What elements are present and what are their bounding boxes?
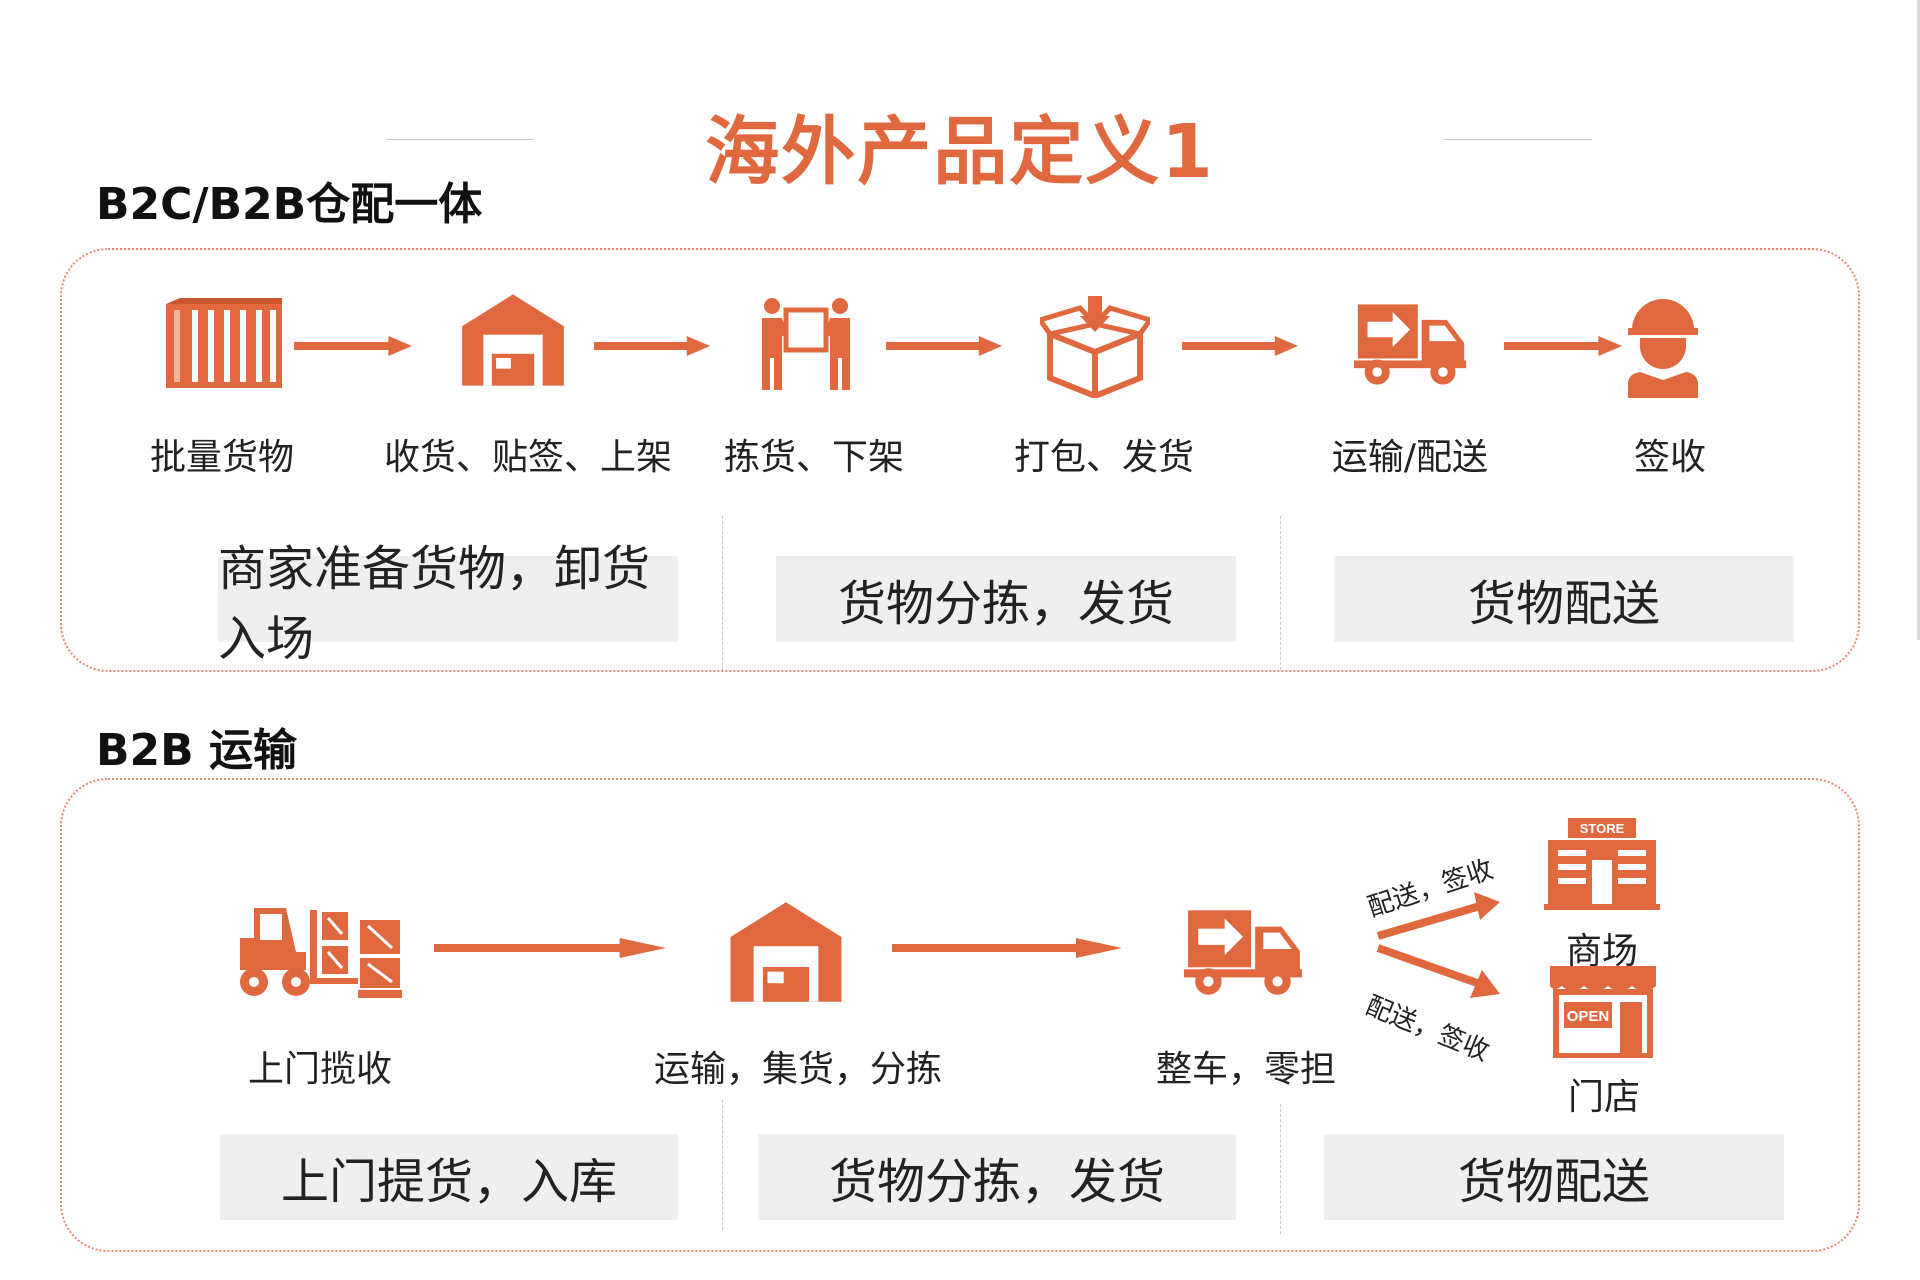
destination-label: 门店 <box>1567 1077 1641 1118</box>
phase-box: 商家准备货物，卸货入场 <box>218 541 678 667</box>
delivery-truck-icon <box>1184 904 1306 1000</box>
warehouse-icon <box>460 290 566 390</box>
phase-divider <box>1280 1104 1281 1234</box>
step-label: 批量货物 <box>149 437 295 478</box>
flow-arrow <box>892 938 1122 958</box>
title-divider-right <box>1444 139 1592 140</box>
title-divider-left <box>386 139 534 140</box>
step-label: 打包、发货 <box>1013 437 1195 478</box>
step-label: 上门揽收 <box>247 1049 393 1090</box>
section1-panel <box>60 248 1860 672</box>
flow-arrow <box>594 336 710 356</box>
container-icon <box>164 296 284 392</box>
edge-bar <box>1917 0 1920 640</box>
workers-carry-box-icon <box>756 296 856 392</box>
step-label: 整车，零担 <box>1155 1049 1337 1090</box>
shop-open-icon: OPEN <box>1548 964 1658 1058</box>
step-label: 签收 <box>1633 437 1707 478</box>
store-sign: STORE <box>1580 821 1625 836</box>
flow-arrow <box>1182 336 1298 356</box>
warehouse-icon <box>724 900 848 1004</box>
section2-panel <box>60 778 1860 1252</box>
phase-box: 货物配送 <box>1334 556 1794 642</box>
phase-box: 货物分拣，发货 <box>758 1134 1236 1220</box>
phase-box: 上门提货，入库 <box>220 1134 678 1220</box>
courier-person-icon <box>1626 296 1700 398</box>
phase-divider <box>722 1100 723 1230</box>
store-building-icon: STORE <box>1544 816 1660 912</box>
step-label: 运输，集货，分拣 <box>653 1049 943 1090</box>
open-box-icon <box>1040 294 1150 398</box>
destination-label: 商场 <box>1565 931 1639 972</box>
phase-box: 货物配送 <box>1324 1134 1784 1220</box>
forklift-icon <box>234 900 406 1000</box>
section2-heading: B2B 运输 <box>96 725 298 776</box>
delivery-truck-icon <box>1354 296 1470 392</box>
flow-arrow <box>294 336 412 356</box>
step-label: 拣货、下架 <box>723 437 905 478</box>
section1-heading: B2C/B2B仓配一体 <box>96 179 483 230</box>
phase-divider <box>1280 516 1281 670</box>
phase-box: 货物分拣，发货 <box>776 556 1236 642</box>
flow-arrow <box>434 938 666 958</box>
phase-divider <box>722 516 723 670</box>
page-title: 海外产品定义1 <box>705 109 1215 195</box>
step-label: 收货、贴签、上架 <box>383 437 673 478</box>
branch-arrows <box>1374 890 1500 1010</box>
open-sign: OPEN <box>1567 1008 1610 1025</box>
flow-arrow <box>1504 336 1622 356</box>
step-label: 运输/配送 <box>1331 437 1489 478</box>
flow-arrow <box>886 336 1002 356</box>
